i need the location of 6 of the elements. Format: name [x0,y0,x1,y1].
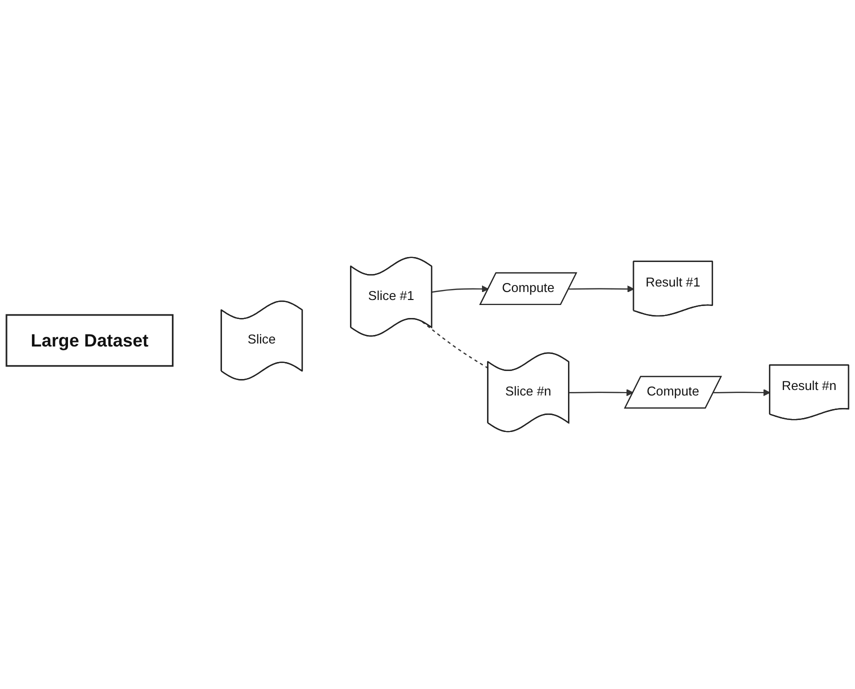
node-box: Large Dataset [6,314,174,367]
arrow [569,389,634,396]
connector [422,321,488,369]
arrow [432,285,489,293]
arrow [568,285,634,293]
arrow [714,389,770,396]
